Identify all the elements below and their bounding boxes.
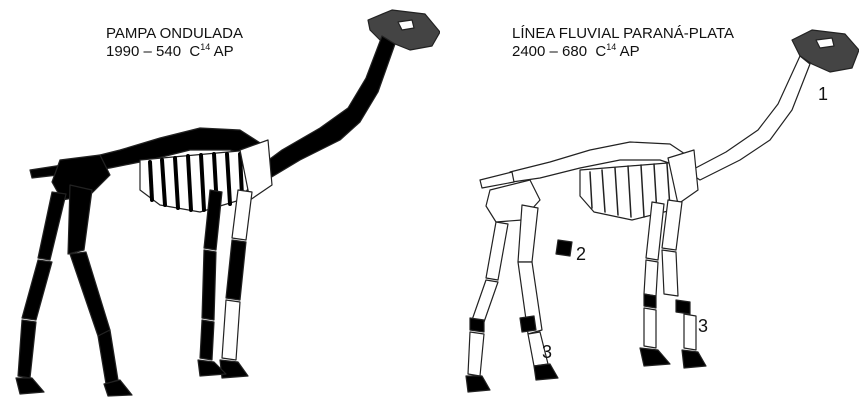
fore-metacarpal: [222, 300, 240, 360]
fore-foot-2: [640, 348, 670, 366]
fore-metacarpal-2: [644, 308, 656, 348]
radius: [226, 240, 246, 300]
skeleton-diagram-right: [440, 0, 859, 404]
marker-3b: 3: [698, 316, 708, 337]
hind-metatarsal-black: [520, 316, 536, 332]
marker-1: 1: [818, 84, 828, 105]
panel-linea-fluvial: LÍNEA FLUVIAL PARANÁ-PLATA 2400 – 680 C1…: [440, 0, 859, 404]
carpal-black-2: [644, 294, 656, 308]
neck: [688, 56, 810, 180]
hind-metatarsal-2: [468, 332, 484, 376]
fore-metacarpal-2: [200, 320, 214, 360]
femur-2: [486, 222, 508, 280]
fore-foot: [682, 350, 706, 368]
tibia-2: [472, 280, 498, 322]
hind-metatarsal: [98, 330, 118, 384]
radius: [662, 250, 678, 296]
radius-2: [644, 260, 658, 296]
hind-foot: [534, 364, 558, 380]
femur: [68, 185, 92, 254]
marker-3a: 3: [542, 342, 552, 363]
skeleton-diagram-left: [0, 0, 440, 404]
hind-metatarsal-2: [18, 320, 36, 378]
femur: [518, 205, 538, 262]
tibia: [70, 252, 110, 336]
rib: [150, 162, 152, 200]
fore-foot: [220, 360, 248, 378]
skull-highlight: [816, 38, 834, 48]
marker-2: 2: [576, 244, 586, 265]
hind-foot: [104, 380, 132, 396]
hind-foot-2: [16, 378, 44, 394]
tibia-2: [22, 260, 52, 320]
neck: [255, 36, 395, 178]
radius-2: [202, 250, 216, 320]
tibia-distal-black: [556, 240, 572, 256]
hind-foot-2: [466, 376, 490, 392]
panel-pampa-ondulada: PAMPA ONDULADA 1990 – 540 C14 AP: [0, 0, 440, 404]
fore-metacarpal: [684, 314, 696, 350]
carpal-black: [676, 300, 690, 314]
femur-2: [38, 192, 66, 260]
hind-metatarsal-black-2: [470, 318, 484, 332]
